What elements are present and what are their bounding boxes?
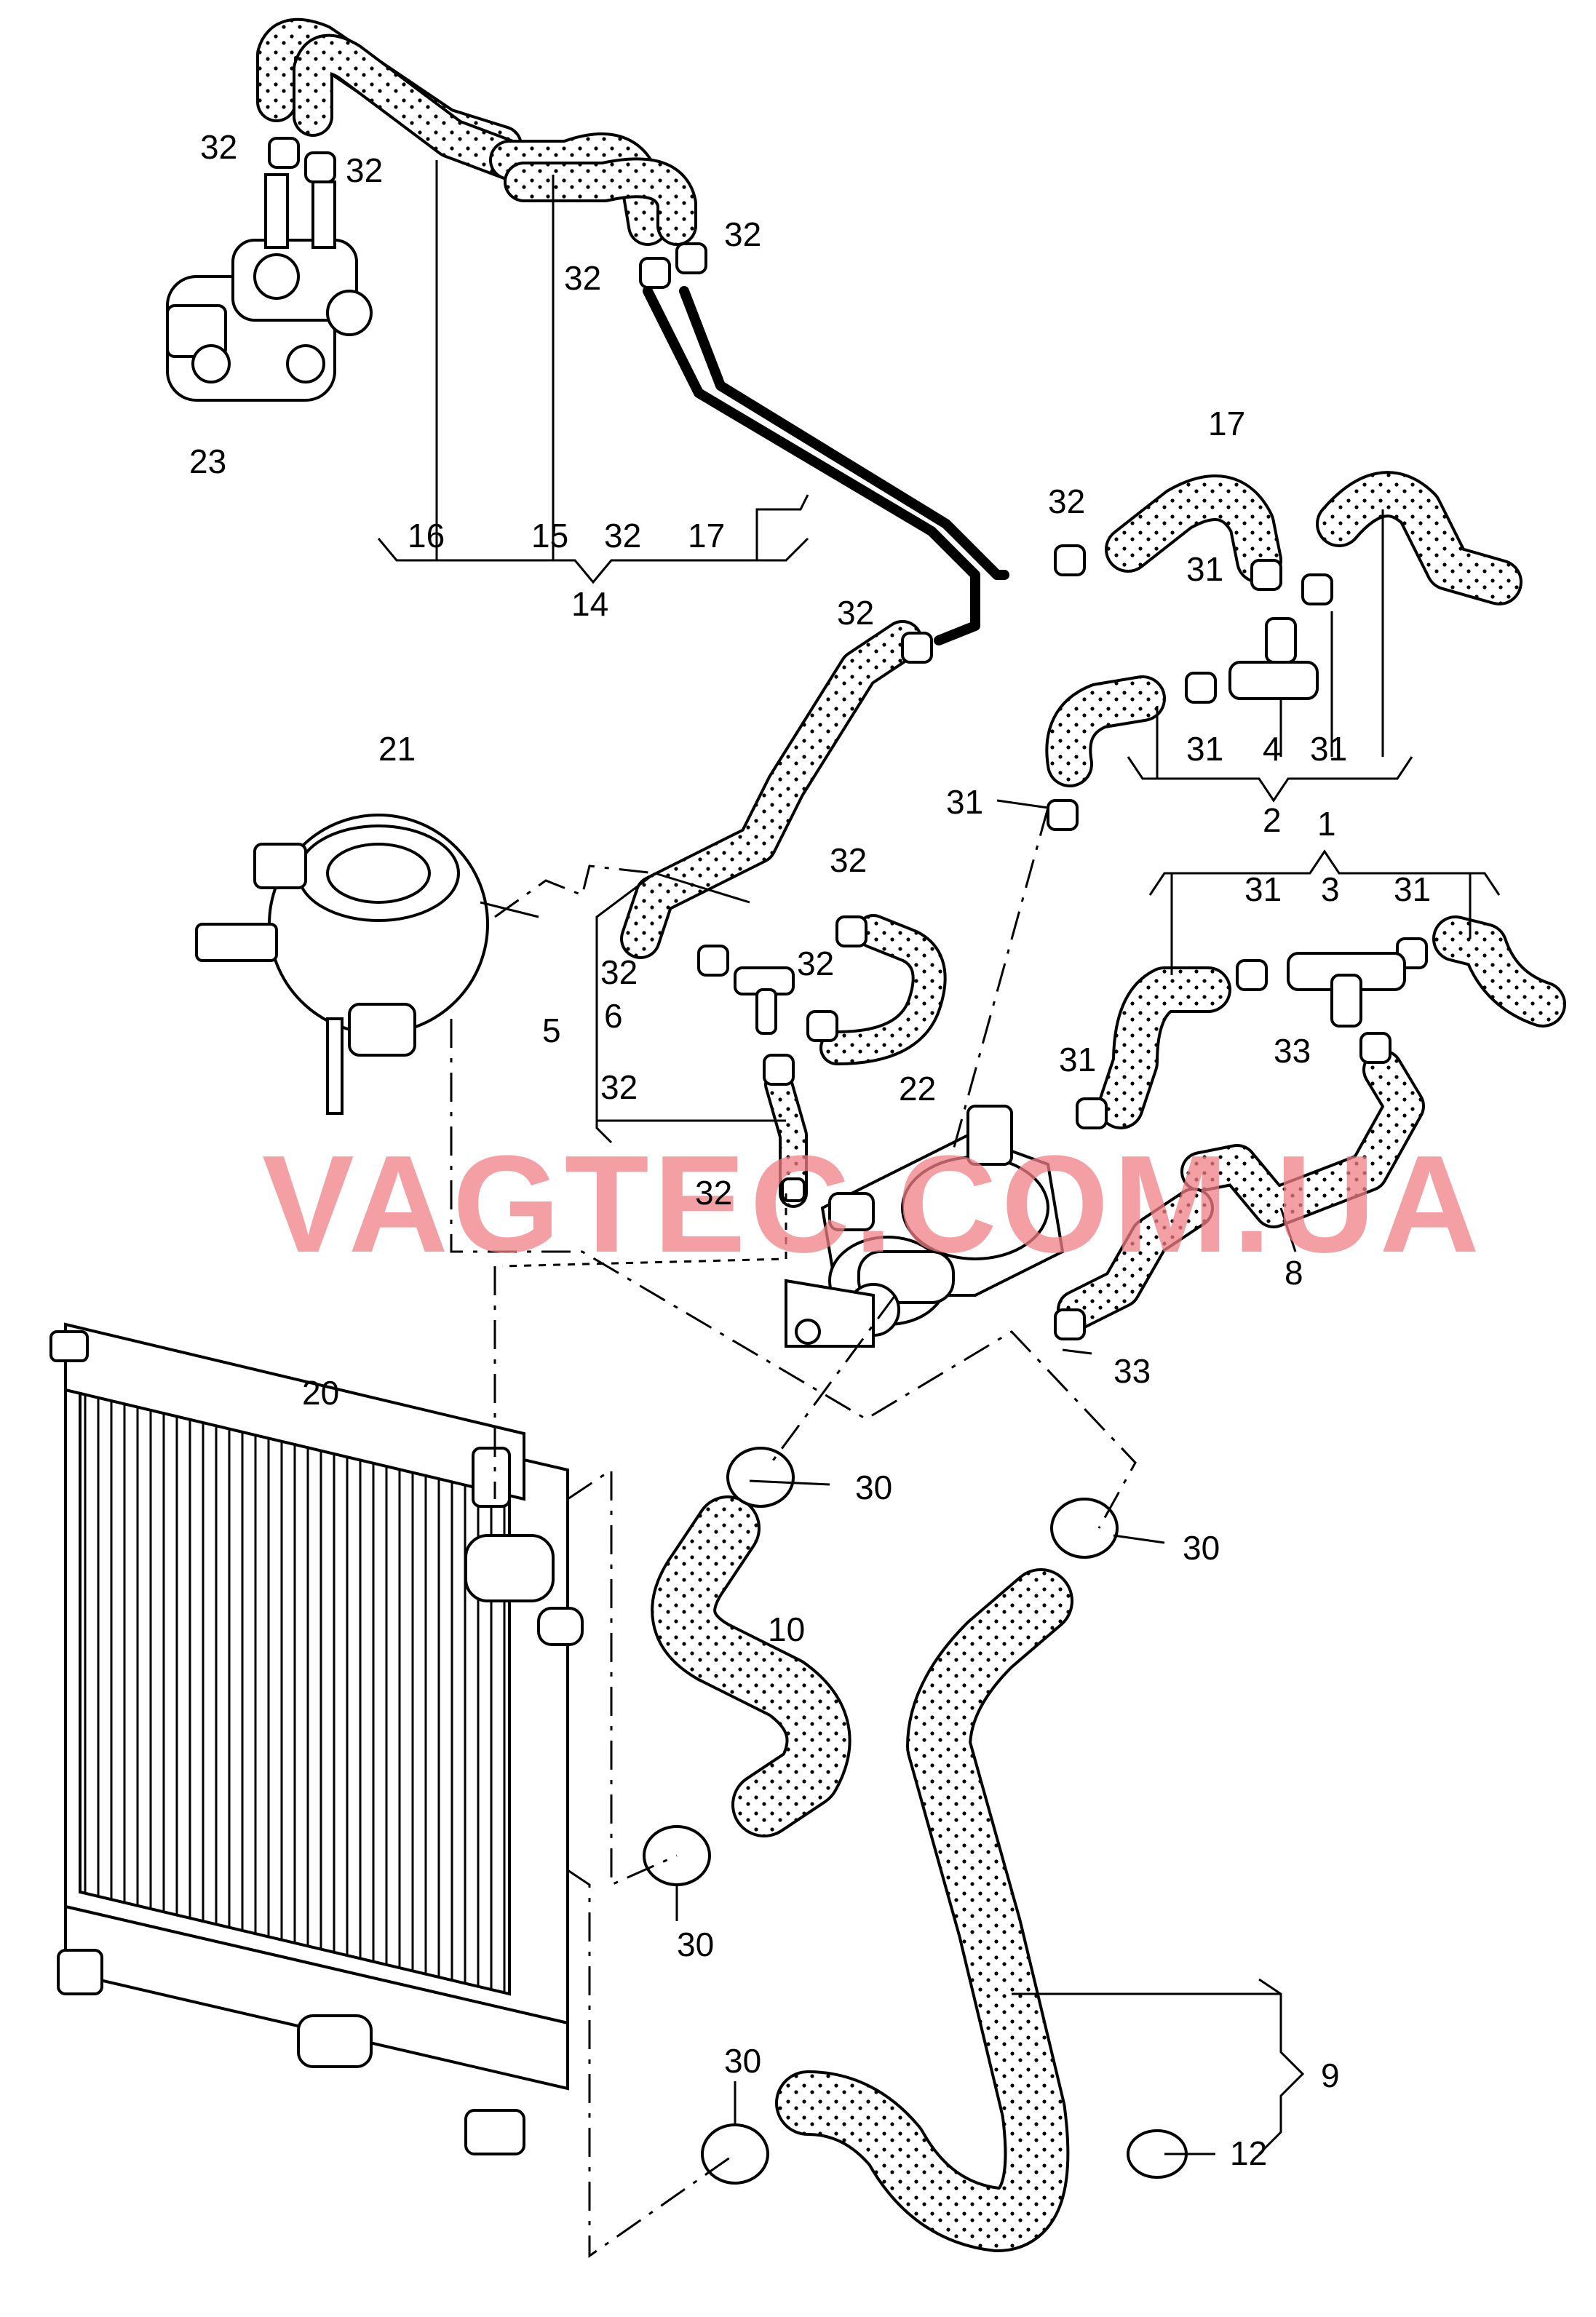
label-32: 32 [830,841,867,879]
label-10: 10 [768,1610,805,1648]
label-31: 31 [1310,730,1347,768]
label-6: 6 [604,997,623,1035]
radiator [49,1322,584,2155]
label-32: 32 [564,259,601,297]
label-30: 30 [855,1469,892,1506]
label-32: 32 [604,517,641,555]
label-32: 32 [1048,482,1085,520]
label-1: 1 [1317,805,1336,843]
label-31: 31 [1186,730,1223,768]
label-32: 32 [837,594,874,632]
label-30: 30 [724,2042,761,2080]
label-2: 2 [1263,801,1282,839]
label-12: 12 [1230,2134,1267,2172]
label-32: 32 [797,945,834,982]
label-30: 30 [677,1925,714,1963]
label-32: 32 [724,215,761,253]
label-32: 32 [695,1174,732,1212]
label-17: 17 [688,517,725,555]
label-32: 32 [600,1068,638,1106]
label-33: 33 [1113,1352,1151,1390]
label-15: 15 [531,517,568,555]
label-32: 32 [200,128,237,166]
watermark: VAGTEC.COM.UA [262,1127,1484,1281]
label-21: 21 [378,730,416,768]
label-31: 31 [1059,1041,1096,1078]
clamps [268,137,1428,2185]
label-31: 31 [946,783,983,821]
label-4: 4 [1263,730,1282,768]
label-5: 5 [542,1012,561,1049]
label-16: 16 [408,517,445,555]
label-17: 17 [1208,405,1245,442]
label-33: 33 [1274,1032,1311,1070]
label-9: 9 [1321,2056,1340,2094]
label-30: 30 [1183,1529,1220,1567]
expansion-tank [195,814,539,1115]
part-labels: 32 32 32 32 23 16 15 32 17 14 17 32 31 3… [189,128,1431,2172]
auxiliary-pump [166,173,373,402]
label-23: 23 [189,442,226,480]
label-32: 32 [600,953,638,991]
label-22: 22 [899,1070,936,1108]
label-20: 20 [302,1374,339,1412]
label-31: 31 [1186,550,1223,588]
label-32: 32 [346,151,383,189]
hoses [256,17,1566,2252]
label-14: 14 [571,585,608,623]
label-31: 31 [1244,870,1282,908]
coolant-housing [785,1105,1065,1348]
label-3: 3 [1321,870,1340,908]
leader-lines [377,160,1501,2258]
label-31: 31 [1394,870,1431,908]
label-8: 8 [1285,1254,1303,1292]
